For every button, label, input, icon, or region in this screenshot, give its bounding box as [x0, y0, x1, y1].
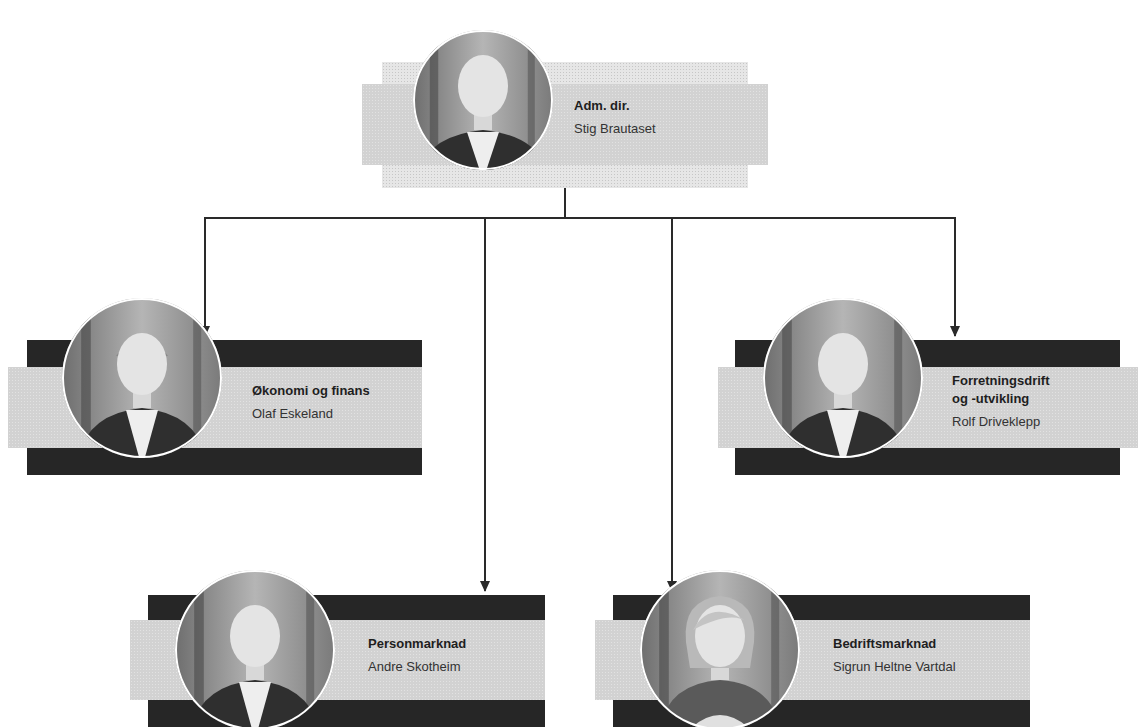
role-title: Personmarknad: [368, 635, 466, 653]
text-group: Adm. dir. Stig Brautaset: [574, 97, 656, 138]
text-group: Økonomi og finansOlaf Eskeland: [252, 382, 370, 423]
text-group: Forretningsdrift og -utviklingRolf Drive…: [952, 372, 1057, 431]
reporting-arrow: [565, 188, 955, 336]
portrait-photo: [413, 30, 553, 170]
portrait-photo: [175, 570, 335, 727]
department-box: Økonomi og finansOlaf Eskeland: [8, 340, 422, 475]
reporting-arrow: [565, 188, 672, 591]
role-title: Bedriftsmarknad: [833, 635, 956, 653]
role-title: Forretningsdrift og -utvikling: [952, 372, 1057, 408]
reporting-arrow: [485, 188, 565, 591]
portrait-photo: [640, 570, 800, 727]
ceo-box: Adm. dir. Stig Brautaset: [362, 62, 768, 188]
text-group: PersonmarknadAndre Skotheim: [368, 635, 466, 676]
reporting-arrow: [205, 188, 565, 336]
portrait-photo: [763, 298, 923, 458]
person-name: Stig Brautaset: [574, 120, 656, 138]
role-title: Adm. dir.: [574, 97, 656, 115]
department-box: PersonmarknadAndre Skotheim: [130, 595, 545, 727]
department-box: BedriftsmarknadSigrun Heltne Vartdal: [595, 595, 1030, 727]
person-name: Olaf Eskeland: [252, 405, 370, 423]
person-name: Sigrun Heltne Vartdal: [833, 658, 956, 676]
person-name: Rolf Driveklepp: [952, 413, 1057, 431]
role-title: Økonomi og finans: [252, 382, 370, 400]
department-box: Forretningsdrift og -utviklingRolf Drive…: [718, 340, 1138, 475]
portrait-photo: [62, 298, 222, 458]
text-group: BedriftsmarknadSigrun Heltne Vartdal: [833, 635, 956, 676]
person-name: Andre Skotheim: [368, 658, 466, 676]
